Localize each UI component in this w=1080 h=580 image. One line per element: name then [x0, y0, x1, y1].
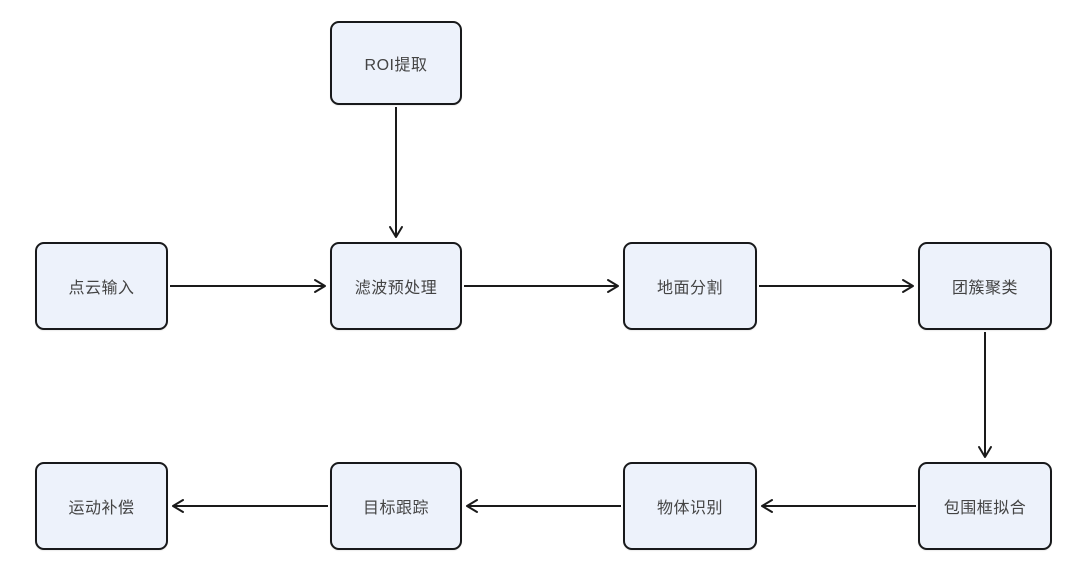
flow-node-track: 目标跟踪 — [330, 462, 462, 550]
flow-node-motion: 运动补偿 — [35, 462, 168, 550]
flow-node-label: 包围框拟合 — [943, 500, 1027, 517]
flow-node-roi: ROI提取 — [330, 21, 462, 105]
flow-node-input: 点云输入 — [35, 242, 168, 330]
flow-node-filter: 滤波预处理 — [330, 242, 462, 330]
flow-node-label: 物体识别 — [656, 500, 723, 517]
flow-node-recog: 物体识别 — [623, 462, 757, 550]
flow-node-label: 点云输入 — [68, 280, 135, 297]
flow-node-label: 地面分割 — [656, 280, 723, 297]
flow-node-label: ROI提取 — [364, 57, 428, 74]
flow-node-label: 滤波预处理 — [354, 280, 438, 297]
flow-node-ground: 地面分割 — [623, 242, 757, 330]
flow-node-label: 运动补偿 — [68, 500, 135, 517]
flow-node-cluster: 团簇聚类 — [918, 242, 1052, 330]
flow-node-label: 团簇聚类 — [951, 280, 1018, 297]
flow-node-label: 目标跟踪 — [362, 500, 429, 517]
flow-node-bbox: 包围框拟合 — [918, 462, 1052, 550]
